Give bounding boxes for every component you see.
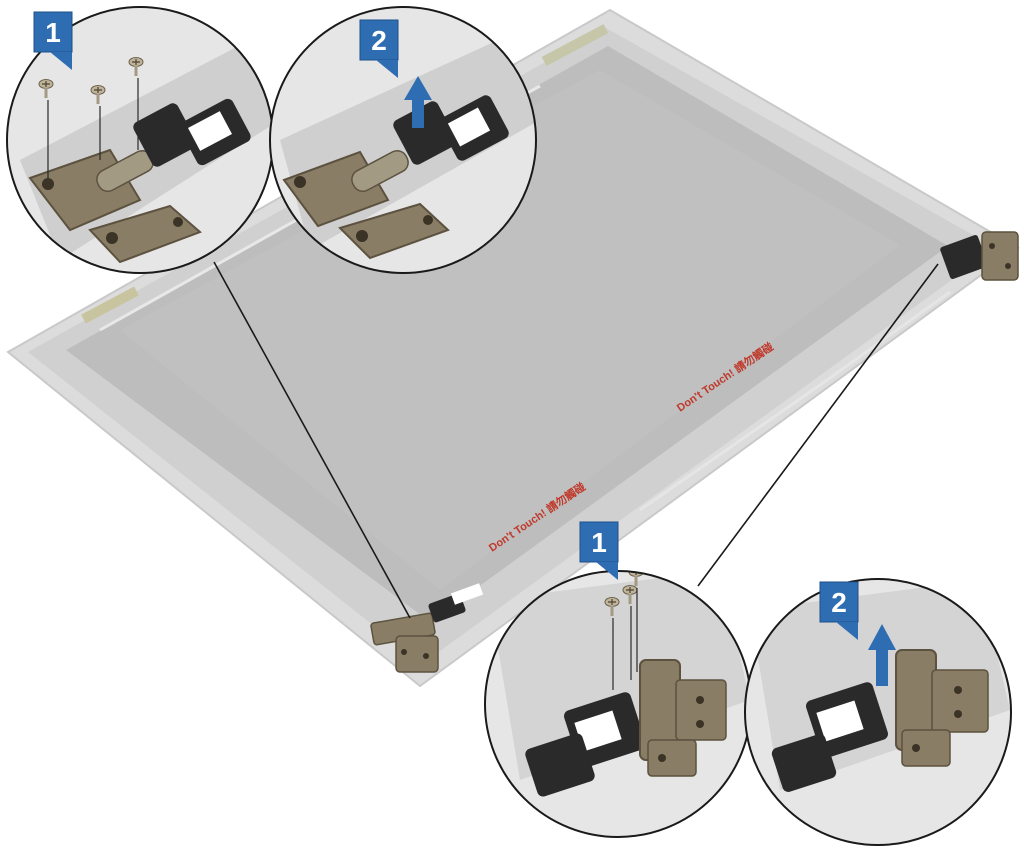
- callout-bottom-right-step2: 2: [819, 581, 859, 640]
- connector-strip-left: [81, 286, 139, 324]
- arrow-up-icon: [868, 624, 896, 686]
- hinge-left-on-panel: [370, 583, 484, 673]
- qr-label-icon: [447, 107, 491, 147]
- qr-label-icon: [188, 111, 232, 151]
- callout-bottom-right-step1: 1: [579, 521, 619, 580]
- hinge-right-on-panel: [940, 231, 1019, 281]
- panel-inner-shade: [120, 70, 900, 590]
- callout-top-left-step2: 2: [359, 19, 399, 78]
- callout-number: 1: [45, 17, 61, 48]
- screw-icon: [604, 596, 620, 690]
- callout-number: 2: [831, 587, 847, 618]
- screw-icon: [128, 56, 144, 150]
- qr-label-icon: [574, 710, 622, 752]
- cable-trace-right: [639, 290, 951, 512]
- callout-number: 2: [371, 25, 387, 56]
- detail-circle-top-left-step2: [269, 6, 537, 274]
- screw-icon: [38, 78, 54, 178]
- leader-line-left: [213, 261, 411, 619]
- leader-line-right: [697, 263, 939, 587]
- detail-circle-bottom-right-step1: [484, 570, 752, 838]
- detail-circle-bottom-right-step2: [744, 578, 1012, 846]
- display-panel: Don't Touch! 請勿觸碰 Don't Touch! 請勿觸碰: [6, 8, 1020, 688]
- connector-strip: [541, 24, 609, 66]
- arrow-up-icon: [404, 76, 432, 128]
- callout-top-left-step1: 1: [33, 11, 73, 70]
- screw-icon: [90, 84, 106, 160]
- callout-number: 1: [591, 527, 607, 558]
- qr-label-icon: [816, 700, 864, 742]
- screw-icon: [622, 584, 638, 680]
- screw-icon: [628, 571, 644, 672]
